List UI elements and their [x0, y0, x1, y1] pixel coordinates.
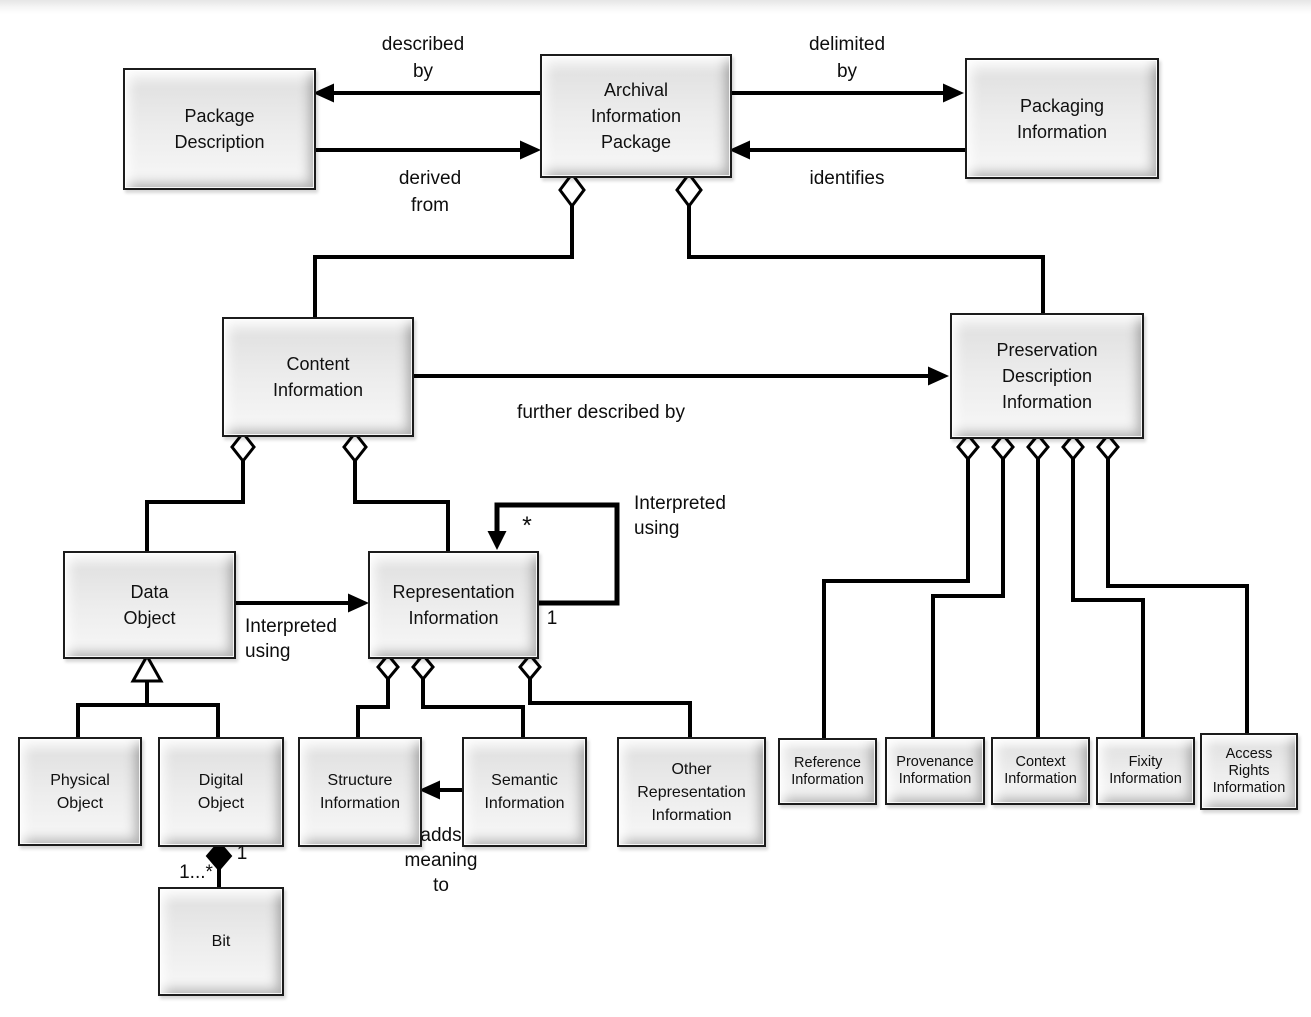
- edge-label-derived-from: derived from: [398, 168, 462, 216]
- edge-aip-content: [313, 171, 586, 317]
- node-label: Context Information: [1004, 754, 1077, 787]
- arrowhead-icon: [313, 83, 334, 103]
- edge-further-described-by: [410, 366, 949, 386]
- edge-aip-pdi: [675, 171, 1045, 313]
- composition-diamond-icon: [205, 840, 233, 872]
- edge-pdi-fixity: [1061, 432, 1145, 737]
- multiplicity-loop-one: 1: [546, 608, 558, 629]
- arrowhead-icon: [348, 593, 369, 613]
- node-physical-object: Physical Object: [18, 737, 142, 846]
- edge-composition-bit: [205, 840, 233, 887]
- arrowhead-icon: [487, 531, 507, 550]
- edge-label-described-by: described by: [381, 34, 465, 82]
- node-archival-information-package: Archival Information Package: [540, 54, 732, 178]
- node-label: Digital Object: [197, 772, 245, 812]
- edge-generalization-dataobject: [76, 652, 220, 737]
- aggregation-diamond-icon: [956, 432, 980, 462]
- edge-repinfo-self-loop: [487, 502, 620, 606]
- node-data-object: Data Object: [63, 551, 236, 659]
- node-other-representation-information: Other Representation Information: [617, 737, 766, 847]
- aggregation-diamond-icon: [1061, 432, 1085, 462]
- arrowhead-icon: [928, 366, 949, 386]
- edge-delimited-by: [728, 83, 964, 103]
- edge-repinfo-structure: [356, 652, 400, 737]
- node-label: Provenance Information: [896, 754, 974, 787]
- node-label: Other Representation Information: [637, 760, 746, 824]
- aggregation-diamond-icon: [376, 652, 400, 682]
- arrowhead-icon: [520, 140, 541, 160]
- aggregation-diamond-icon: [1096, 432, 1120, 462]
- node-label: Packaging Information: [1016, 95, 1108, 142]
- node-label: Reference Information: [791, 754, 864, 788]
- aggregation-diamond-icon: [1026, 432, 1050, 462]
- edge-label-delimited-by: delimited by: [808, 34, 886, 82]
- multiplicity-composition-one: 1: [236, 843, 248, 864]
- node-structure-information: Structure Information: [298, 737, 422, 847]
- edge-pdi-reference: [822, 432, 980, 738]
- node-label: Preservation Description Information: [996, 340, 1098, 412]
- edge-content-dataobject: [145, 430, 256, 551]
- edge-derived-from: [312, 140, 541, 160]
- arrowhead-icon: [729, 140, 750, 160]
- node-digital-object: Digital Object: [158, 737, 284, 847]
- edge-label-further-described-by: further described by: [517, 402, 685, 423]
- edge-described-by: [313, 83, 540, 103]
- edge-label-interpreted-using: Interpreted using: [245, 616, 337, 662]
- aggregation-diamond-icon: [991, 432, 1015, 462]
- node-label: Access Rights Information: [1212, 746, 1286, 796]
- top-gradient-strip: [0, 0, 1311, 14]
- edge-pdi-context: [1026, 432, 1050, 737]
- node-semantic-information: Semantic Information: [462, 737, 587, 847]
- aggregation-diamond-icon: [342, 430, 368, 464]
- node-label: Package Description: [174, 106, 265, 152]
- node-label: Structure Information: [319, 772, 401, 812]
- edge-pdi-provenance: [931, 432, 1015, 737]
- node-label: Archival Information Package: [590, 80, 682, 152]
- node-label: Content Information: [272, 354, 364, 400]
- node-representation-information: Representation Information: [368, 551, 539, 659]
- edge-identifies: [729, 140, 965, 160]
- node-label: Semantic Information: [484, 772, 565, 812]
- edge-interpreted-using: [232, 593, 369, 613]
- node-packaging-information: Packaging Information: [965, 58, 1159, 179]
- generalization-triangle-icon: [130, 652, 164, 683]
- edge-label-interpreted-using-loop: Interpreted using: [634, 493, 726, 539]
- edge-label-identifies: identifies: [809, 168, 885, 189]
- node-bit: Bit: [158, 887, 284, 996]
- node-label: Fixity Information: [1109, 754, 1182, 787]
- node-label: Data Object: [123, 582, 176, 628]
- node-label: Physical Object: [50, 771, 110, 812]
- multiplicity-loop-many: *: [522, 512, 532, 540]
- aggregation-diamond-icon: [411, 652, 435, 682]
- edge-repinfo-semantic: [411, 652, 525, 737]
- node-access-rights-information: Access Rights Information: [1200, 733, 1298, 810]
- aggregation-diamond-icon: [558, 171, 586, 209]
- node-label: Representation Information: [392, 582, 515, 628]
- edge-content-repinfo: [342, 430, 450, 551]
- arrowhead-icon: [943, 83, 964, 103]
- node-provenance-information: Provenance Information: [885, 737, 985, 805]
- node-fixity-information: Fixity Information: [1096, 737, 1195, 805]
- node-content-information: Content Information: [222, 317, 414, 437]
- edge-adds-meaning-to: [419, 780, 462, 800]
- multiplicity-composition-many: 1...*: [179, 862, 213, 883]
- edge-label-adds-meaning-to: adds meaning to: [404, 825, 478, 896]
- node-preservation-description-information: Preservation Description Information: [950, 313, 1144, 439]
- aggregation-diamond-icon: [230, 430, 256, 464]
- aggregation-diamond-icon: [518, 652, 542, 682]
- aggregation-diamond-icon: [675, 171, 703, 209]
- node-label: Bit: [211, 933, 231, 950]
- node-reference-information: Reference Information: [778, 738, 877, 805]
- edge-repinfo-otherrep: [518, 652, 692, 737]
- arrowhead-icon: [419, 780, 440, 800]
- node-context-information: Context Information: [991, 737, 1090, 805]
- edge-pdi-accessrights: [1096, 432, 1249, 733]
- node-package-description: Package Description: [123, 68, 316, 190]
